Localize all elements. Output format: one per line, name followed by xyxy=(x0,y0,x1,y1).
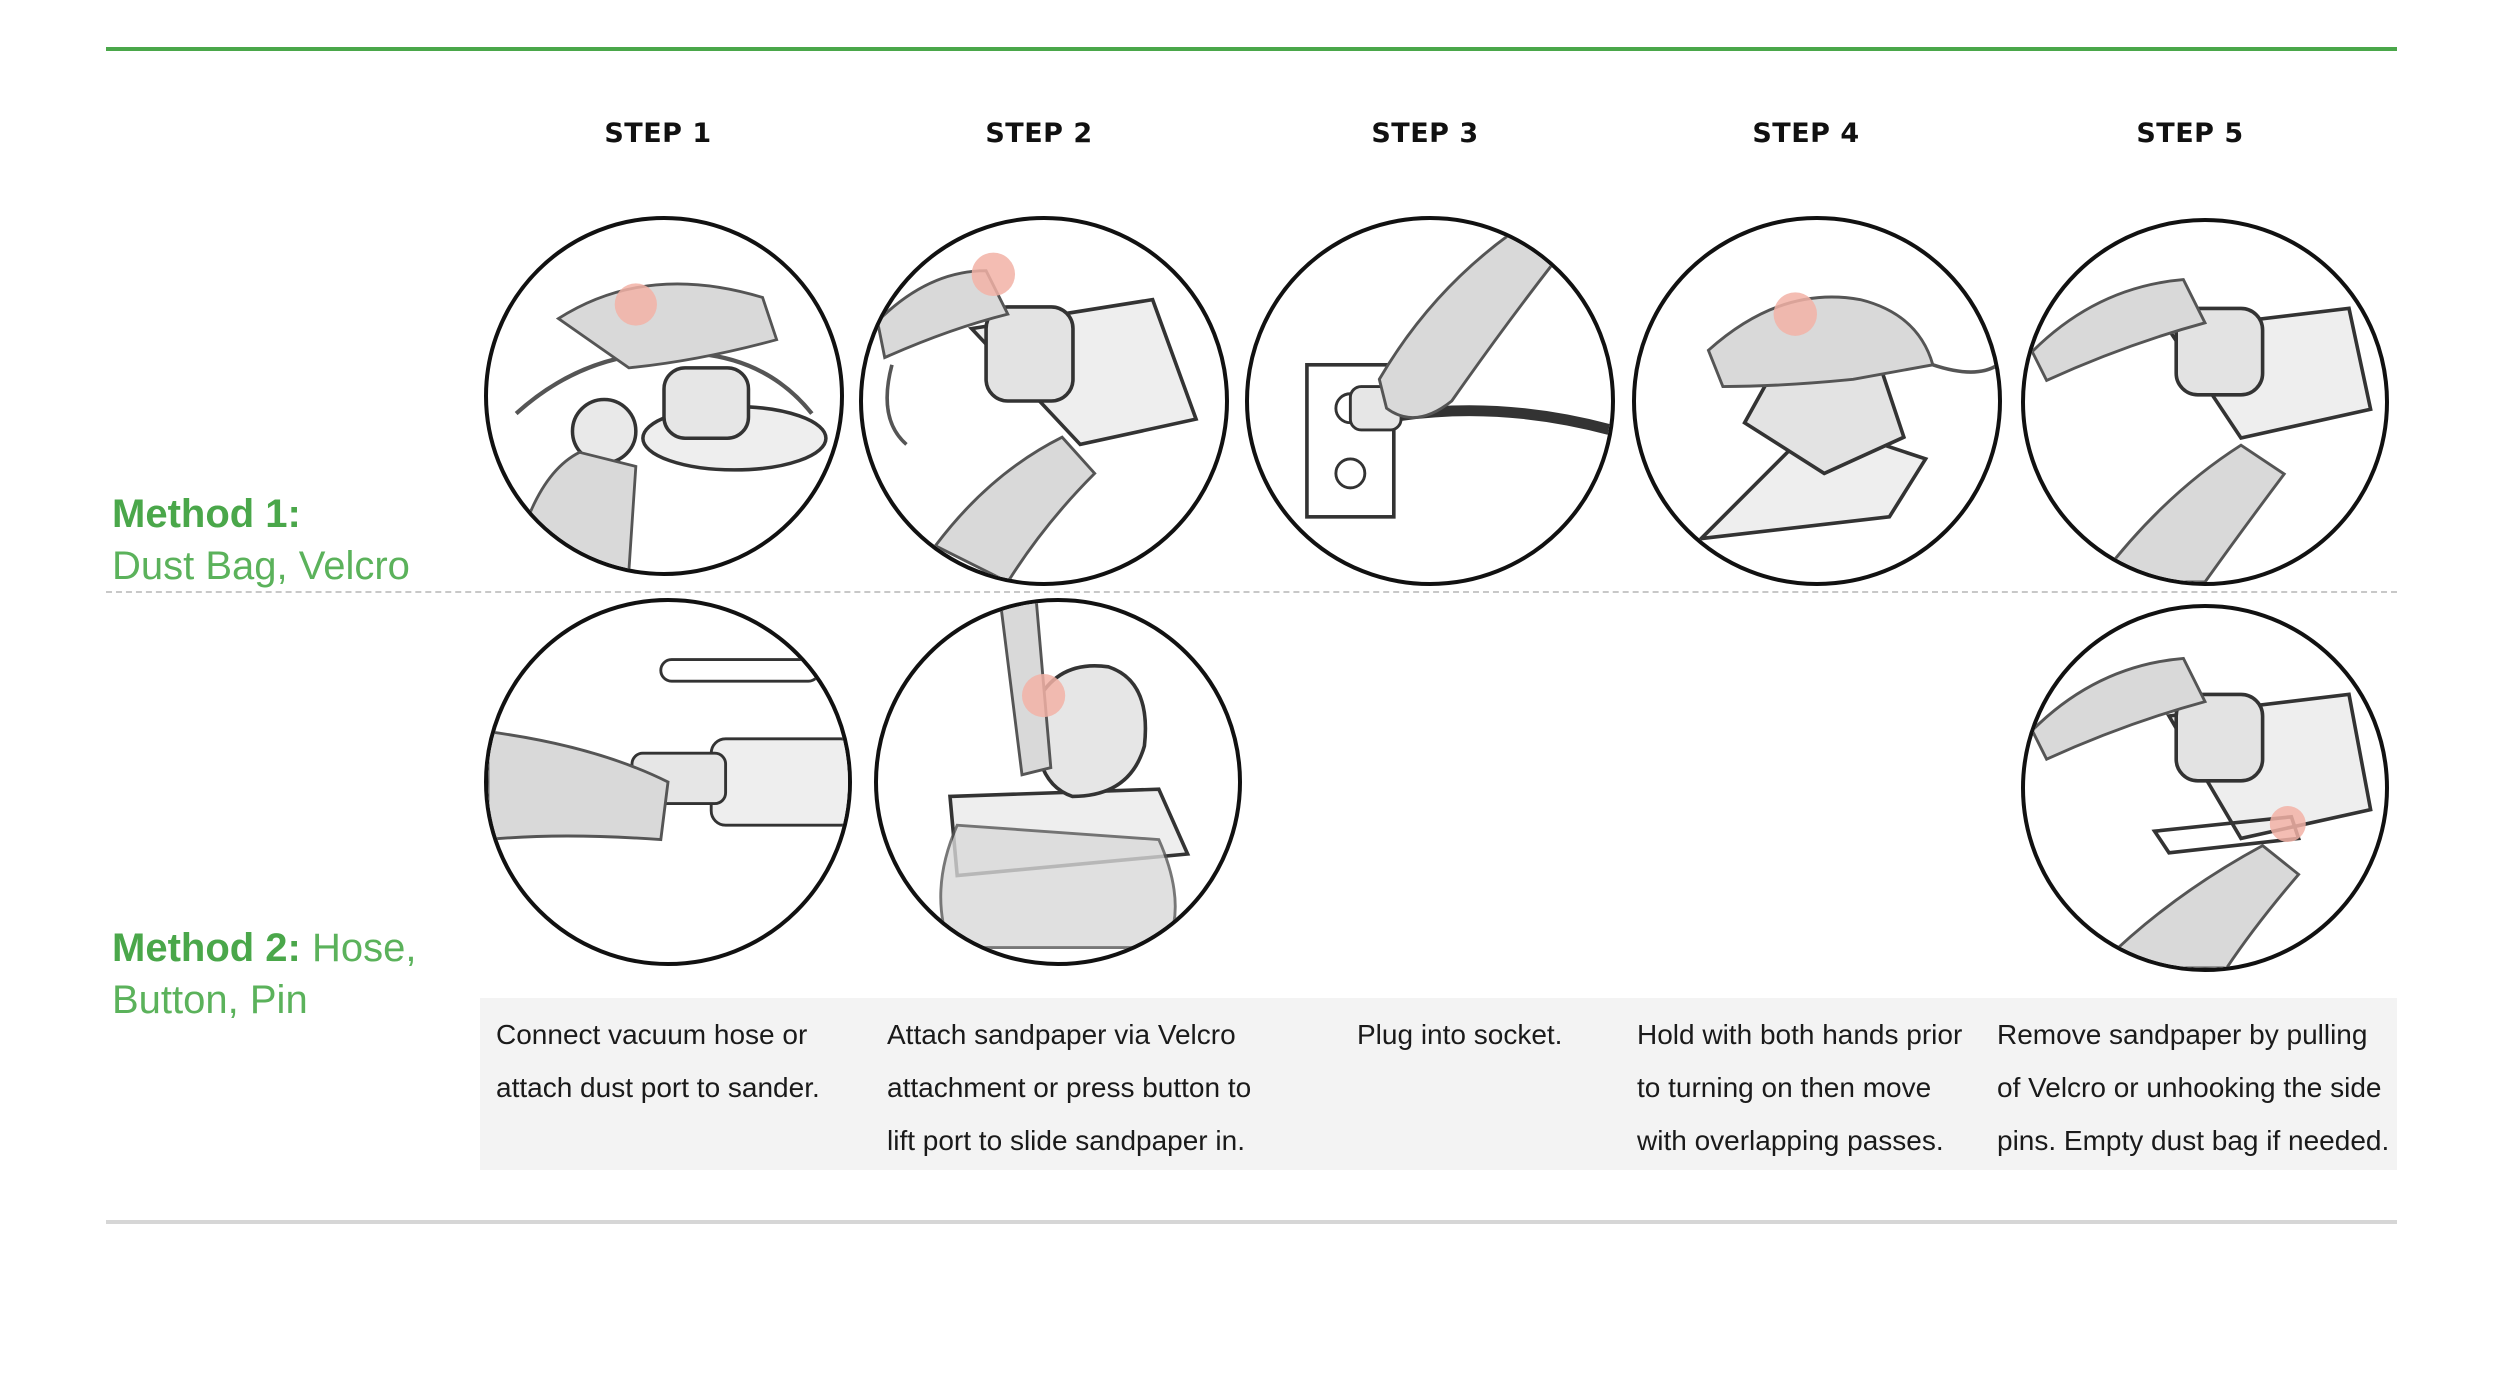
hold-sander-icon xyxy=(1632,216,2002,586)
step-5-description: Remove sandpaper by pulling of Velcro or… xyxy=(1997,1019,2390,1156)
step-1-description: Connect vacuum hose or attach dust port … xyxy=(496,1019,820,1103)
method-1-desc: Dust Bag, Velcro xyxy=(112,544,410,588)
attach-sandpaper-icon xyxy=(859,216,1229,586)
step-3-description: Plug into socket. xyxy=(1357,1019,1563,1050)
press-button-icon xyxy=(874,598,1242,966)
connect-hose-icon xyxy=(484,598,852,966)
top-rule xyxy=(106,47,2397,51)
step-1-title: STEP 1 xyxy=(604,118,712,149)
method-2-name: Method 2: xyxy=(112,926,301,970)
hand-on-sander-icon xyxy=(484,216,844,576)
bottom-rule xyxy=(106,1220,2397,1224)
step-2-title: STEP 2 xyxy=(985,118,1093,149)
remove-sandpaper-icon xyxy=(2021,218,2389,586)
step-2-description: Attach sandpaper via Velcro attachment o… xyxy=(887,1019,1252,1156)
step-4-title: STEP 4 xyxy=(1752,118,1860,149)
step-3-title: STEP 3 xyxy=(1371,118,1479,149)
unhook-pin-icon xyxy=(2021,604,2389,972)
step-4-description: Hold with both hands prior to turning on… xyxy=(1637,1019,1963,1156)
method-2-desc: Hose, Button, Pin xyxy=(112,926,417,1022)
method-2-label: Method 2: Hose, Button, Pin xyxy=(112,922,452,1026)
method-1-label: Method 1: Dust Bag, Velcro xyxy=(112,488,452,592)
method-divider xyxy=(106,591,2397,593)
description-band xyxy=(480,998,2397,1170)
plug-in-socket-icon xyxy=(1245,216,1615,586)
step-5-title: STEP 5 xyxy=(2136,118,2244,149)
method-1-name: Method 1: xyxy=(112,492,301,536)
